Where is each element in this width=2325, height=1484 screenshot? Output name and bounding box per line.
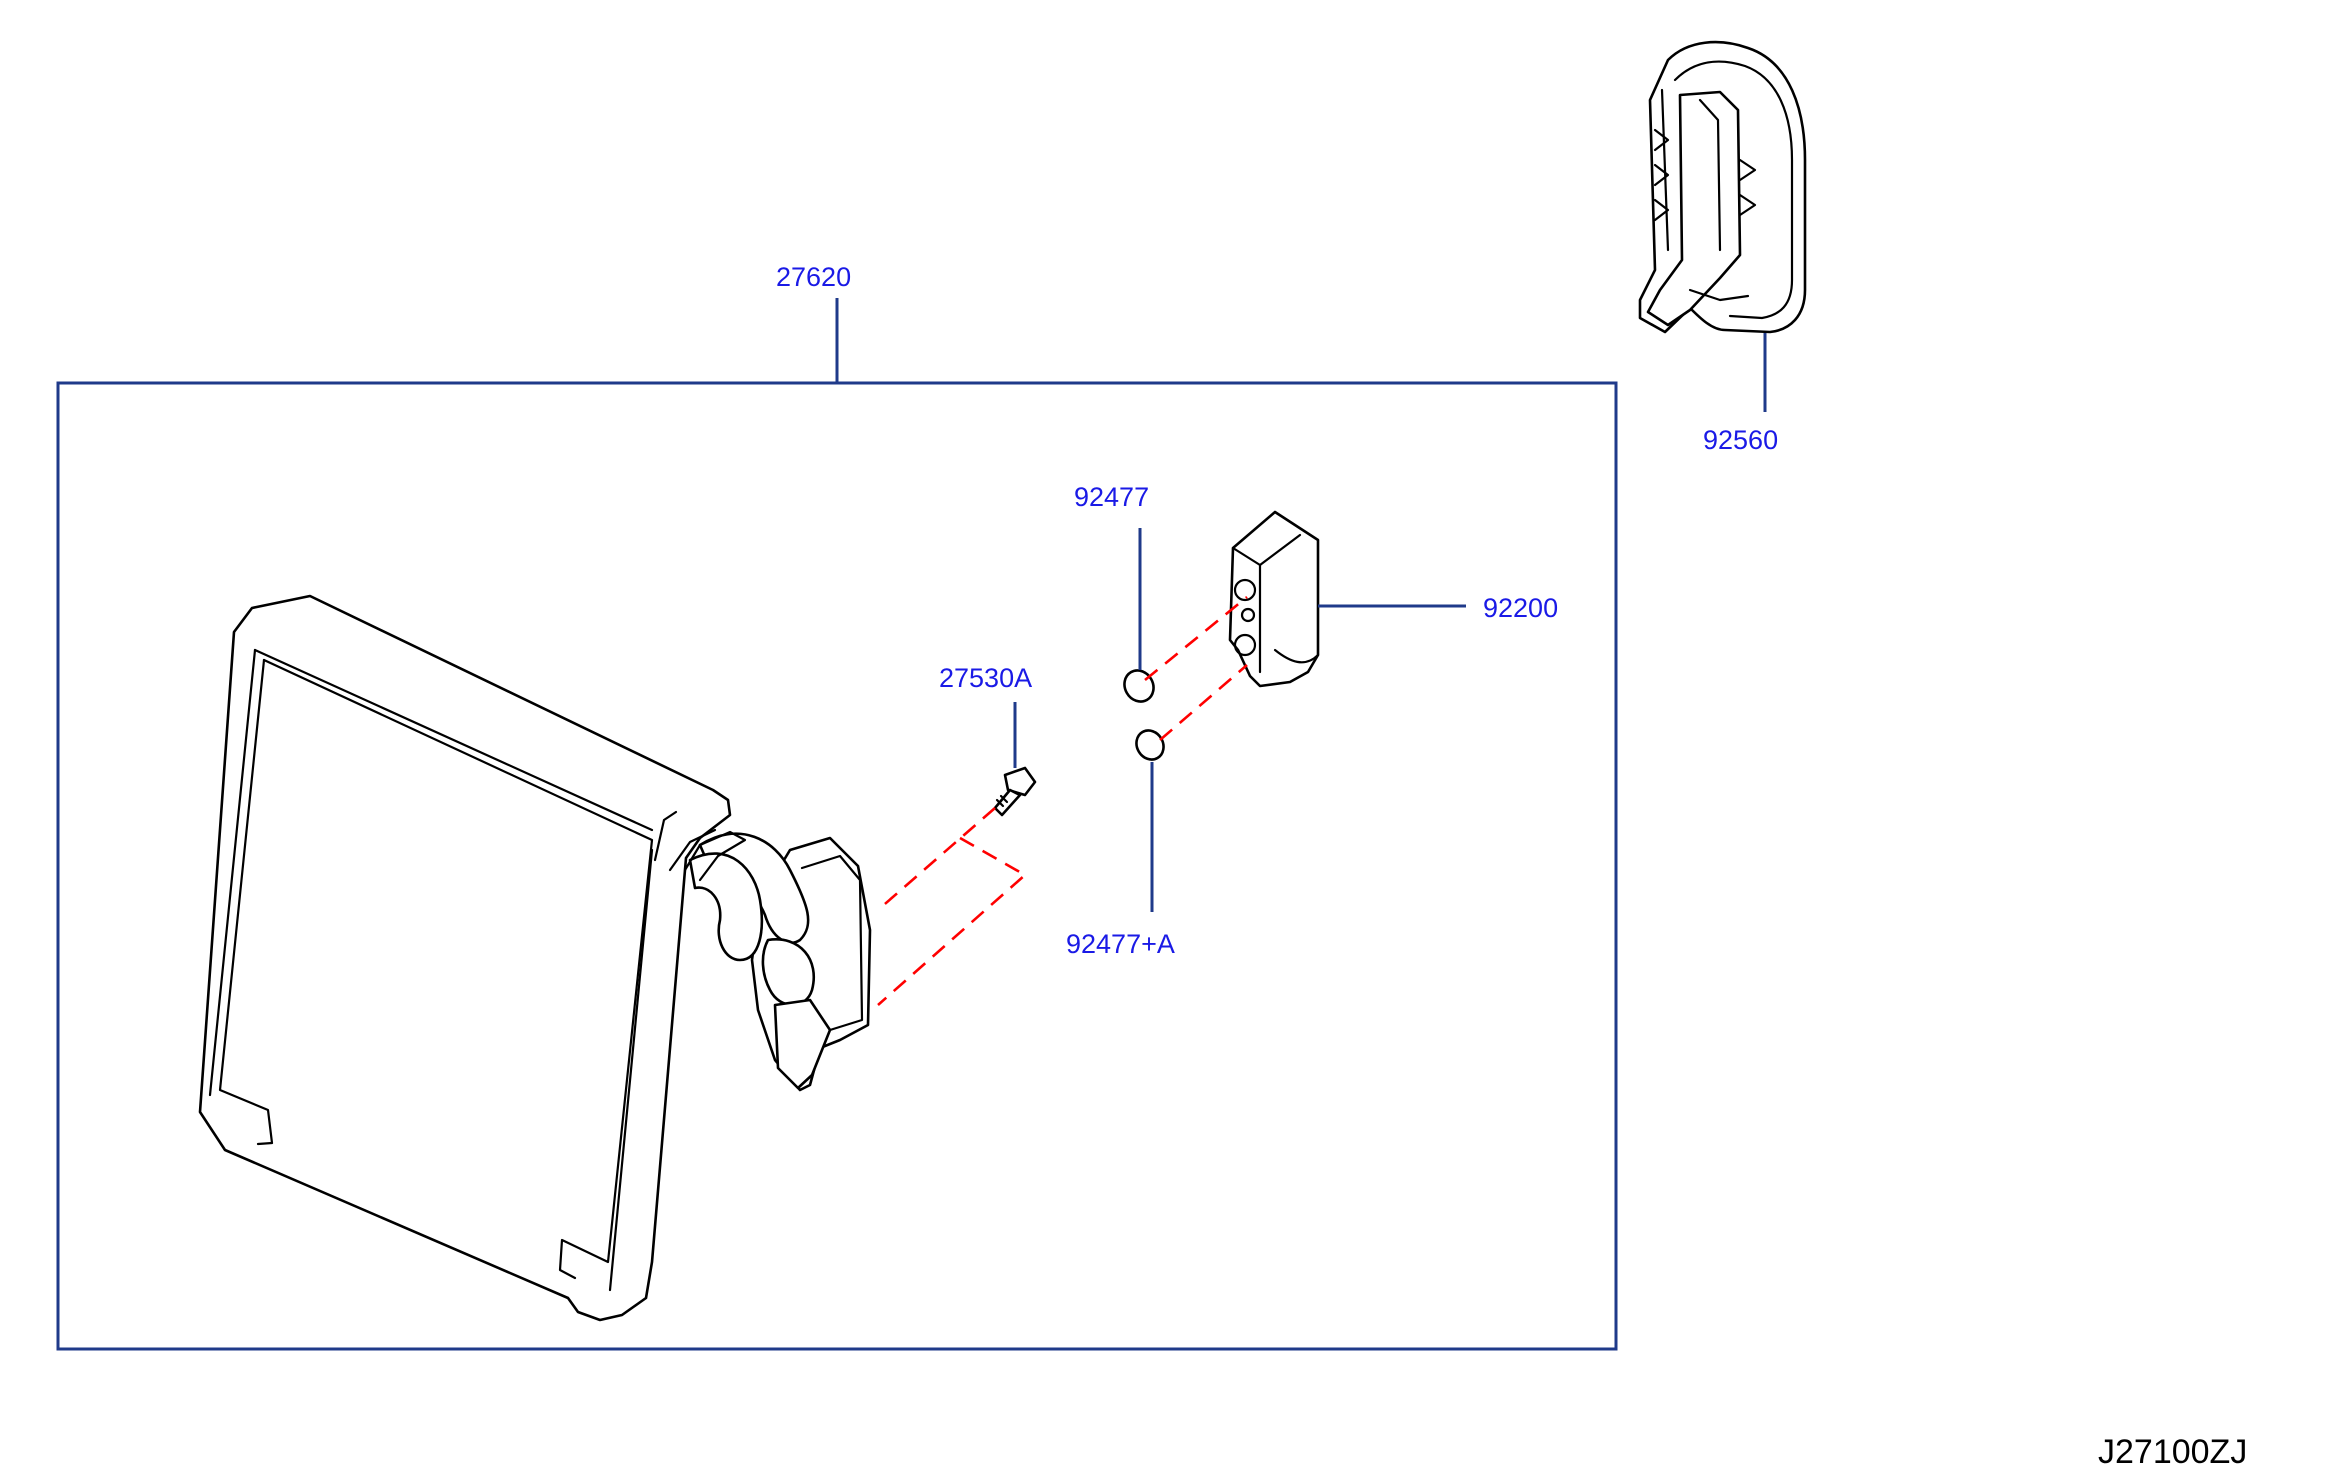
- evaporator-pipe-flange: [668, 828, 872, 1092]
- expansion-valve-drawing: [1228, 510, 1320, 688]
- callout-92560[interactable]: 92560: [1703, 425, 1778, 455]
- assembly-guide-lines: [877, 595, 1248, 1006]
- screw-drawing: [993, 766, 1037, 817]
- callout-27620[interactable]: 27620: [776, 262, 851, 292]
- callout-92477[interactable]: 92477: [1074, 482, 1149, 512]
- diagram-code: J27100ZJ: [2098, 1433, 2247, 1471]
- grommet-drawing: [1638, 40, 1807, 334]
- evaporator-core-drawing: [198, 594, 732, 1322]
- o-ring-lower: [1135, 729, 1165, 761]
- callout-92200[interactable]: 92200: [1483, 593, 1558, 623]
- o-ring-upper: [1123, 669, 1155, 703]
- callout-27530A[interactable]: 27530A: [939, 663, 1032, 693]
- callout-92477-A[interactable]: 92477+A: [1066, 929, 1175, 959]
